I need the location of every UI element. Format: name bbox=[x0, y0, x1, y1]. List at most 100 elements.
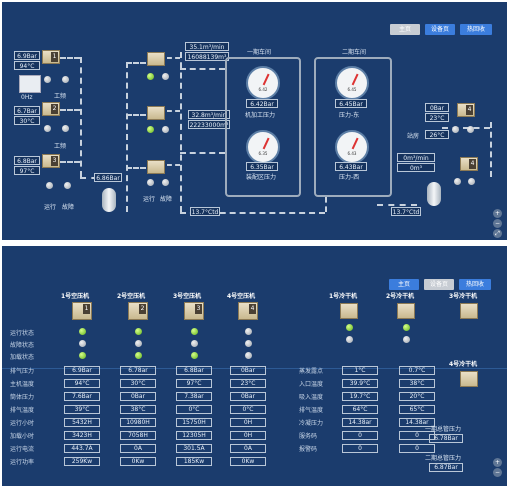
table-cell: 6.78ar bbox=[120, 366, 156, 375]
status-led bbox=[191, 328, 198, 335]
equipment-page-button[interactable]: 设备页 bbox=[425, 24, 455, 35]
table-cell: 15750H bbox=[176, 418, 212, 427]
room2-gauge2-dial-value: 6.43 bbox=[347, 151, 357, 156]
pipe-d1-main bbox=[167, 57, 180, 59]
dryer-cell: 14.38ar bbox=[399, 418, 435, 427]
pipe-d3-main bbox=[167, 164, 180, 166]
right-flow-rate: 0m³/min bbox=[397, 153, 435, 162]
equipment-table-panel: 主页 设备页 热回收 运行状态故障状态加载状态排气压力主机温度筒体压力排气温度运… bbox=[2, 246, 507, 486]
zoom-out-icon[interactable]: − bbox=[493, 219, 502, 228]
dryer-unit-1 bbox=[147, 52, 165, 66]
table-cell: 5432H bbox=[64, 418, 100, 427]
dryer-cell: 39.9°C bbox=[342, 379, 378, 388]
row-label: 加载状态 bbox=[10, 354, 35, 361]
room2-gauge1-value: 6.45Bar bbox=[335, 99, 367, 108]
row-label: 运行功率 bbox=[10, 459, 35, 466]
zoom-in-icon-2[interactable]: + bbox=[493, 458, 502, 467]
pipe-right-top bbox=[442, 127, 490, 129]
compressor-number: 3 bbox=[195, 304, 202, 314]
dewpoint-right: 13.7°Ctd bbox=[391, 207, 421, 216]
pipe-bottom bbox=[180, 212, 325, 214]
dryer-cell: 14.38ar bbox=[342, 418, 378, 427]
run-label: 运行 bbox=[44, 204, 57, 211]
flow1-rate: 35.1m³/min bbox=[185, 42, 229, 51]
compressor-header: 2号空压机 bbox=[117, 293, 146, 300]
table-cell: 97°C bbox=[176, 379, 212, 388]
row-label: 筒体压力 bbox=[10, 394, 35, 401]
status-led bbox=[245, 340, 252, 347]
table-cell: 6.9Bar bbox=[64, 366, 100, 375]
row-label: 运行小时 bbox=[10, 420, 35, 427]
table-cell: 6.8Bar bbox=[176, 366, 212, 375]
right-unit-pressure: 0Bar bbox=[425, 103, 449, 112]
table-cell: 185Kw bbox=[176, 457, 212, 466]
status-led bbox=[245, 352, 252, 359]
heat-recovery-button[interactable]: 热回收 bbox=[460, 24, 492, 35]
unit3-fault-led bbox=[64, 182, 71, 189]
home-button-2[interactable]: 主页 bbox=[389, 279, 419, 290]
compressor-unit-3: 3 bbox=[42, 154, 60, 168]
zoom-in-icon[interactable]: + bbox=[493, 209, 502, 218]
air-tank-right bbox=[427, 182, 441, 206]
dryer-cell: 1°C bbox=[342, 366, 378, 375]
room2-gauge2-dial: 6.43 bbox=[335, 130, 369, 164]
unit2-fault-led bbox=[62, 125, 69, 132]
pipe-dryer3 bbox=[126, 167, 146, 169]
dryer-unit-3 bbox=[147, 160, 165, 174]
zoom-out-icon-2[interactable]: − bbox=[493, 468, 502, 477]
right-flow-total: 0m³ bbox=[397, 163, 435, 172]
dryer-cell: 38°C bbox=[399, 379, 435, 388]
status-led bbox=[79, 328, 86, 335]
unit4-run-led bbox=[452, 126, 459, 133]
pipe-right-bottom bbox=[377, 204, 417, 206]
status-led bbox=[135, 352, 142, 359]
table-cell: 39°C bbox=[64, 405, 100, 414]
air-tank-left bbox=[102, 188, 116, 212]
dryer-row-label: 冷凝压力 bbox=[299, 420, 324, 427]
pipe-room2-down bbox=[325, 197, 327, 212]
dryer4-run-led bbox=[454, 178, 461, 185]
pipe-d2-main bbox=[167, 110, 180, 112]
table-cell: 0Bar bbox=[120, 392, 156, 401]
table-divider bbox=[2, 368, 507, 369]
equipment-page-button-2[interactable]: 设备页 bbox=[424, 279, 454, 290]
phase1-pressure-label: 一期总管压力 bbox=[425, 426, 462, 433]
table-cell: 0H bbox=[230, 418, 266, 427]
row-label: 排气温度 bbox=[10, 407, 35, 414]
dryer-row-label: 吸入温度 bbox=[299, 394, 324, 401]
status-led bbox=[191, 352, 198, 359]
table-cell: 7.6Bar bbox=[64, 392, 100, 401]
home-button[interactable]: 主页 bbox=[390, 24, 420, 35]
main-pressure: 6.86Bar bbox=[94, 173, 122, 182]
room2-gauge2-value: 6.43Bar bbox=[335, 162, 367, 171]
dryer3-run-led bbox=[147, 179, 154, 186]
dryer1-fault-led bbox=[162, 73, 169, 80]
dryer-header: 2号冷干机 bbox=[386, 293, 415, 300]
compressor-header: 1号空压机 bbox=[61, 293, 90, 300]
phase1-pressure-value: 6.78Bar bbox=[429, 434, 463, 443]
compressor-icon: 1 bbox=[72, 302, 92, 320]
pipe-dryer1 bbox=[126, 62, 146, 64]
dryer-cell: 0 bbox=[342, 444, 378, 453]
pipe-to-room1-bottom bbox=[180, 152, 225, 154]
flow2-rate: 32.8m³/min bbox=[188, 110, 230, 119]
heat-recovery-button-2[interactable]: 热回收 bbox=[459, 279, 491, 290]
status-led bbox=[191, 340, 198, 347]
dryer-header: 3号冷干机 bbox=[449, 293, 478, 300]
compressor-icon: 3 bbox=[184, 302, 204, 320]
status-led bbox=[135, 340, 142, 347]
dryer-run-led bbox=[403, 324, 410, 331]
table-cell: 38°C bbox=[120, 405, 156, 414]
room1-gauge1-dial: 6.42 bbox=[246, 66, 280, 100]
dryer-row-label: 报警码 bbox=[299, 446, 318, 453]
row-label: 运行电流 bbox=[10, 446, 35, 453]
fullscreen-icon[interactable]: ⤢ bbox=[493, 229, 502, 238]
unit1-run-led bbox=[44, 76, 51, 83]
unit1-temp: 94°C bbox=[14, 61, 40, 70]
dryer-icon bbox=[460, 303, 478, 319]
compressor-unit-1: 1 bbox=[42, 50, 60, 64]
status-led bbox=[79, 352, 86, 359]
row-label: 运行状态 bbox=[10, 330, 35, 337]
compressor-icon: 2 bbox=[128, 302, 148, 320]
dewpoint-left: 13.7°Ctd bbox=[190, 207, 220, 216]
